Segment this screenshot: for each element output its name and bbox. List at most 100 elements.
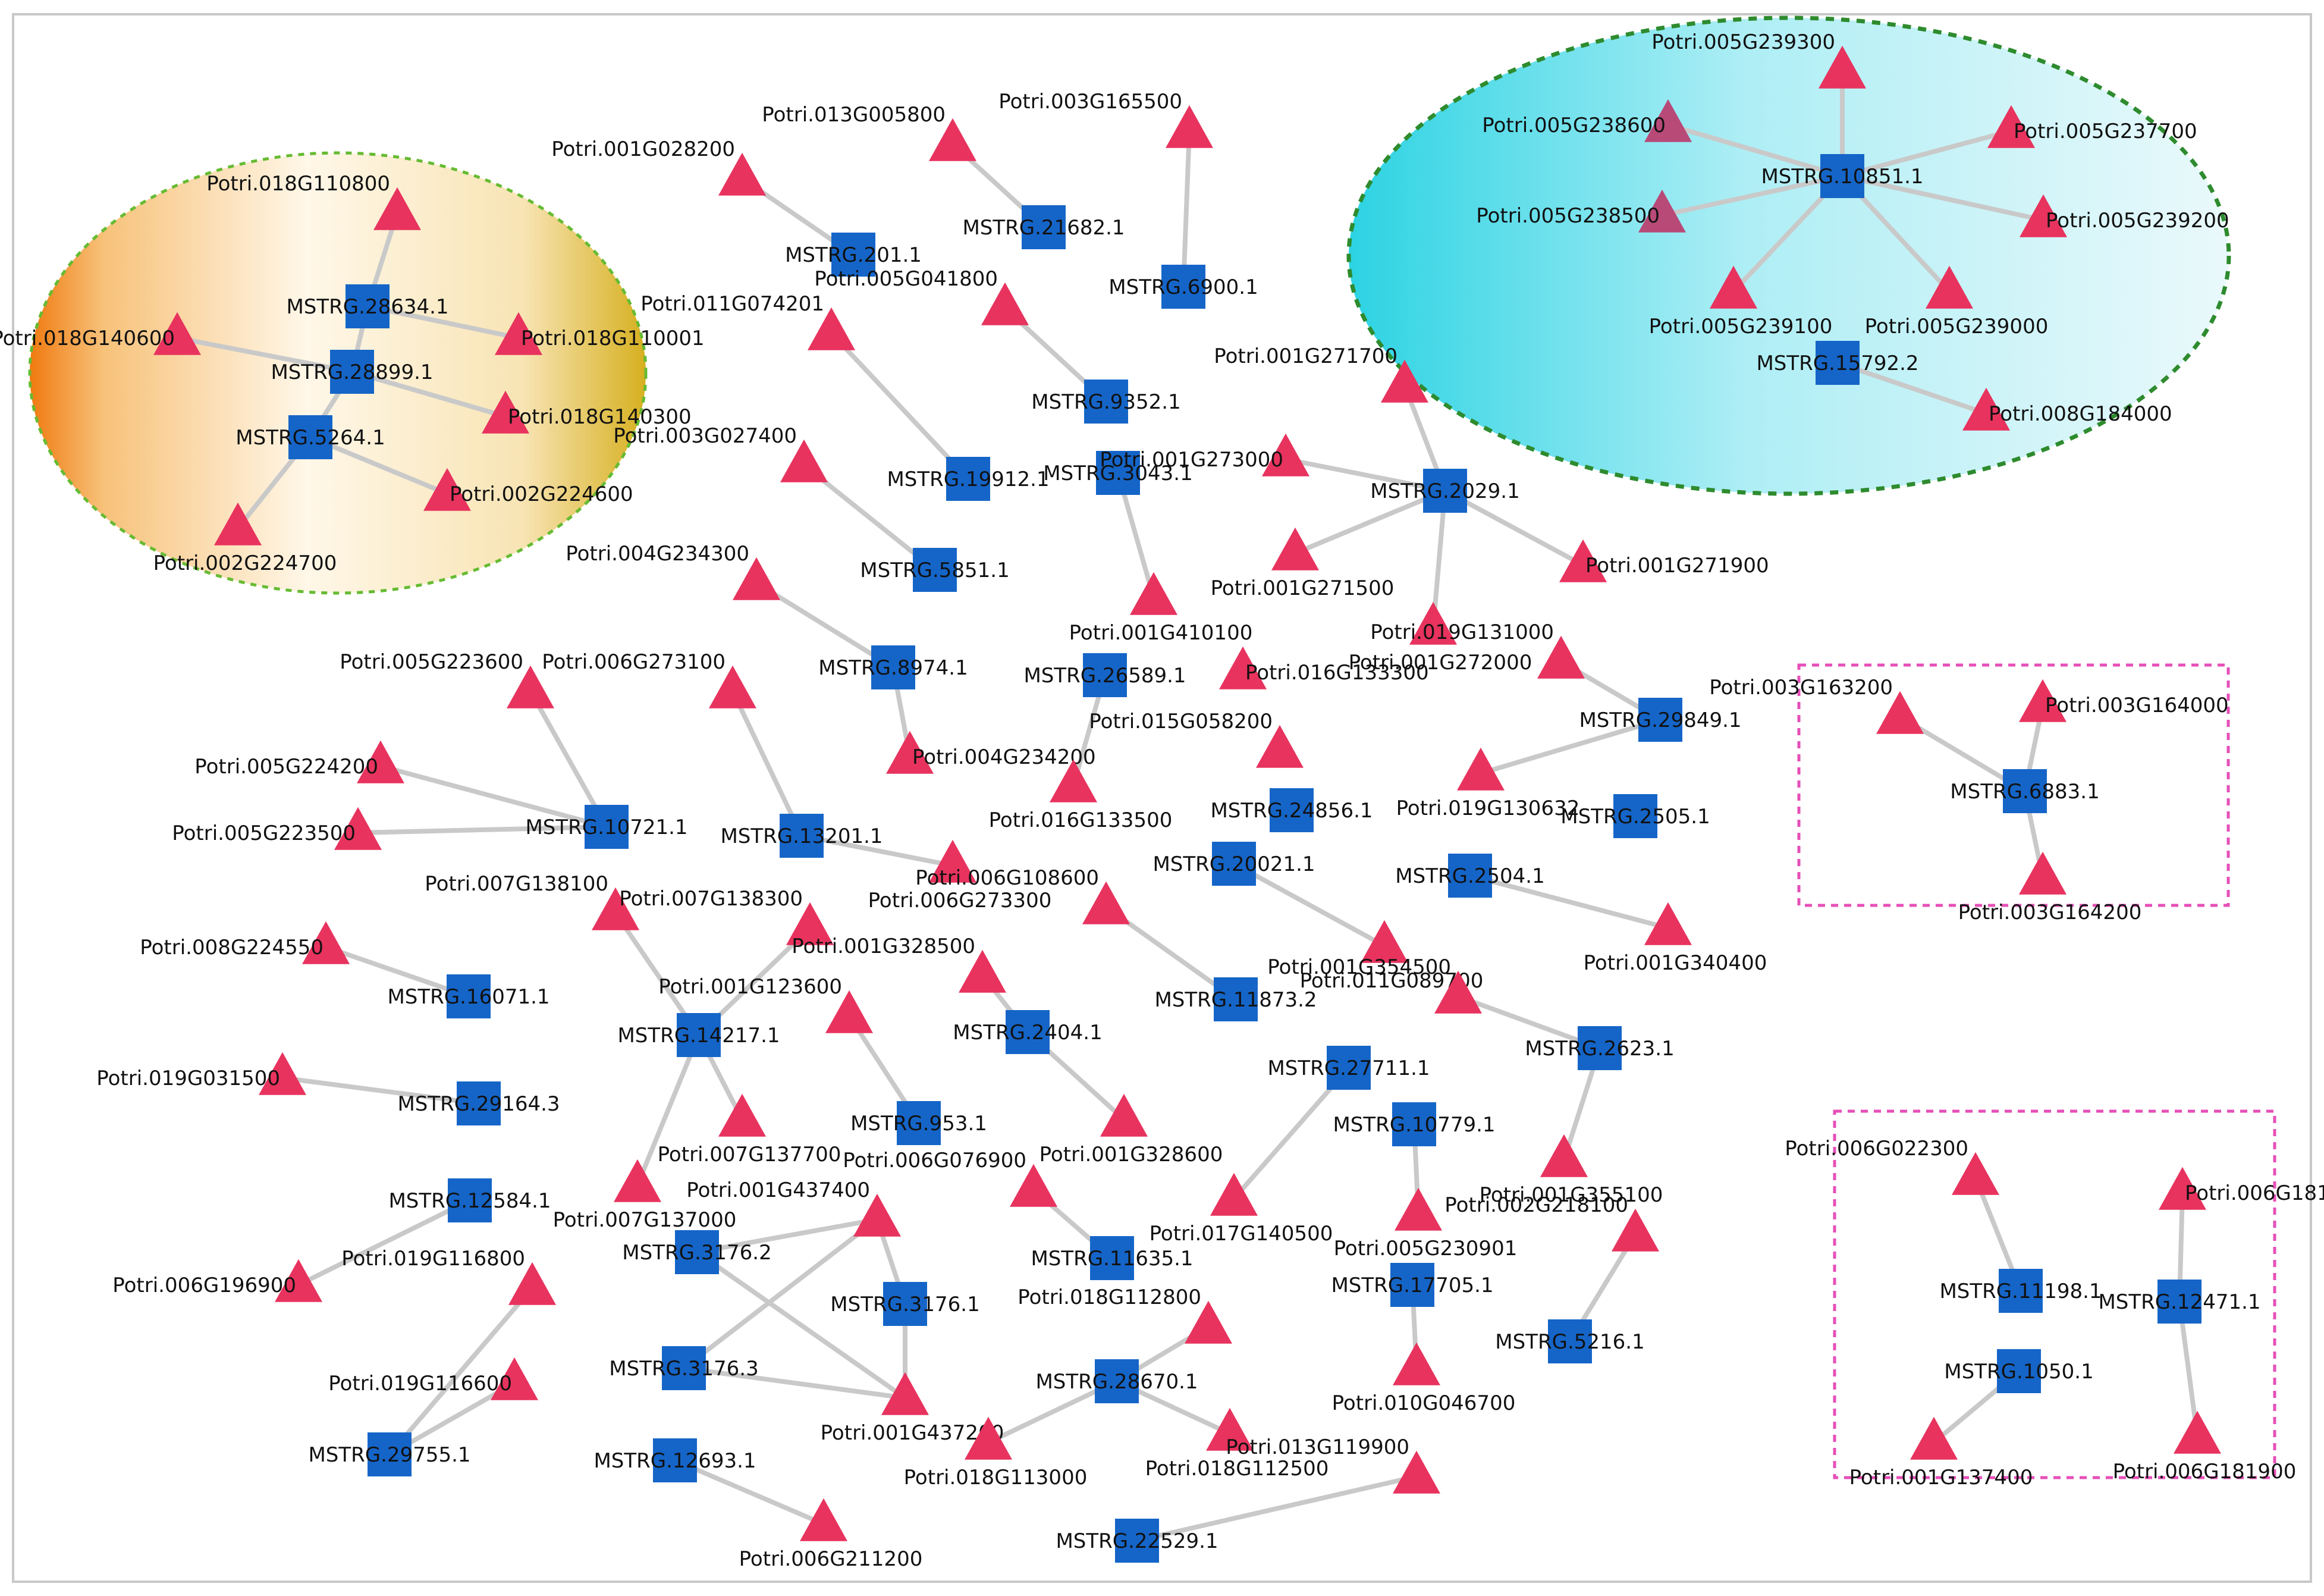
lncrna-node-m2623[interactable]: MSTRG.2623.1	[1525, 1026, 1675, 1070]
lncrna-node-m5264[interactable]: MSTRG.5264.1	[235, 415, 385, 459]
lncrna-node-m11635[interactable]: MSTRG.11635.1	[1031, 1236, 1194, 1280]
gene-node-g013G005800[interactable]: Potri.013G005800	[762, 103, 976, 161]
gene-node-g001G328600[interactable]: Potri.001G328600	[1039, 1093, 1223, 1167]
lncrna-node-m12693[interactable]: MSTRG.12693.1	[593, 1438, 756, 1482]
lncrna-node-m21682[interactable]: MSTRG.21682.1	[962, 205, 1125, 249]
gene-node-g005G239100[interactable]: Potri.005G239100	[1649, 265, 1833, 338]
lncrna-node-m29849[interactable]: MSTRG.29849.1	[1579, 698, 1742, 742]
gene-node-g006G181700[interactable]: Potri.006G181700	[2159, 1167, 2324, 1210]
gene-node-g019G131000[interactable]: Potri.019G131000	[1370, 620, 1585, 679]
lncrna-node-m29755[interactable]: MSTRG.29755.1	[308, 1432, 471, 1476]
gene-node-g018G112500[interactable]: Potri.018G112500	[1145, 1407, 1329, 1481]
lncrna-node-m16071[interactable]: MSTRG.16071.1	[387, 974, 550, 1018]
lncrna-node-m5851[interactable]: MSTRG.5851.1	[860, 548, 1010, 592]
gene-node-g018G110001[interactable]: Potri.018G110001	[495, 312, 705, 355]
lncrna-node-m11873[interactable]: MSTRG.11873.2	[1154, 977, 1317, 1021]
lncrna-node-m11198[interactable]: MSTRG.11198.1	[1939, 1269, 2102, 1313]
gene-node-g017G140500[interactable]: Potri.017G140500	[1150, 1172, 1333, 1246]
gene-node-g006G076900[interactable]: Potri.006G076900	[843, 1149, 1057, 1207]
gene-node-g001G437400[interactable]: Potri.001G437400	[686, 1178, 901, 1237]
gene-node-g001G272000[interactable]: Potri.001G272000	[1349, 601, 1532, 675]
lncrna-node-m953[interactable]: MSTRG.953.1	[850, 1101, 987, 1145]
lncrna-node-m5216[interactable]: MSTRG.5216.1	[1495, 1319, 1645, 1363]
lncrna-node-m3176_1[interactable]: MSTRG.3176.1	[830, 1282, 980, 1326]
gene-node-g003G165500[interactable]: Potri.003G165500	[998, 90, 1213, 148]
gene-node-g016G133300[interactable]: Potri.016G133300	[1219, 646, 1429, 689]
gene-node-g001G437200[interactable]: Potri.001G437200	[821, 1372, 1004, 1445]
gene-node-g004G234300[interactable]: Potri.004G234300	[566, 542, 780, 600]
gene-node-g005G239300[interactable]: Potri.005G239300	[1651, 30, 1866, 89]
gene-node-g011G074201[interactable]: Potri.011G074201	[640, 292, 855, 350]
gene-node-g008G224550[interactable]: Potri.008G224550	[140, 921, 350, 964]
lncrna-node-m201[interactable]: MSTRG.201.1	[785, 233, 922, 277]
gene-node-g003G164000[interactable]: Potri.003G164000	[2019, 679, 2229, 722]
gene-node-g010G046700[interactable]: Potri.010G046700	[1332, 1342, 1516, 1415]
gene-node-g005G238500[interactable]: Potri.005G238500	[1476, 189, 1686, 233]
lncrna-node-m24856[interactable]: MSTRG.24856.1	[1210, 788, 1373, 832]
lncrna-node-m28670[interactable]: MSTRG.28670.1	[1035, 1359, 1198, 1403]
lncrna-node-m2505[interactable]: MSTRG.2505.1	[1560, 794, 1710, 838]
gene-node-g001G328500[interactable]: Potri.001G328500	[792, 935, 1006, 993]
lncrna-node-m20021[interactable]: MSTRG.20021.1	[1152, 842, 1315, 886]
gene-node-g005G230901[interactable]: Potri.005G230901	[1334, 1187, 1518, 1261]
lncrna-node-m6883[interactable]: MSTRG.6883.1	[1950, 769, 2100, 813]
lncrna-node-m9352[interactable]: MSTRG.9352.1	[1031, 380, 1181, 424]
gene-node-g019G116600[interactable]: Potri.019G116600	[328, 1357, 538, 1400]
gene-node-g006G108600[interactable]: Potri.006G108600	[915, 866, 1130, 924]
gene-node-g005G223500[interactable]: Potri.005G223500	[172, 807, 382, 850]
lncrna-node-m6900[interactable]: MSTRG.6900.1	[1108, 265, 1258, 309]
lncrna-node-m28899[interactable]: MSTRG.28899.1	[271, 350, 434, 394]
gene-node-g018G110800[interactable]: Potri.018G110800	[206, 172, 421, 230]
gene-node-g001G355100[interactable]: Potri.001G355100	[1480, 1134, 1663, 1207]
gene-node-g013G119900[interactable]: Potri.013G119900	[1226, 1435, 1440, 1494]
lncrna-node-m26589[interactable]: MSTRG.26589.1	[1023, 653, 1186, 697]
gene-node-g007G138300[interactable]: Potri.007G138300	[619, 887, 834, 945]
gene-node-g018G113000[interactable]: Potri.018G113000	[904, 1416, 1088, 1490]
gene-node-g007G137000[interactable]: Potri.007G137000	[553, 1159, 737, 1232]
lncrna-node-m10779[interactable]: MSTRG.10779.1	[1333, 1102, 1496, 1146]
lncrna-node-m2404[interactable]: MSTRG.2404.1	[953, 1010, 1103, 1054]
gene-node-g006G196900[interactable]: Potri.006G196900	[112, 1259, 322, 1302]
gene-node-g018G140600[interactable]: Potri.018G140600	[0, 312, 201, 355]
gene-node-g005G238600[interactable]: Potri.005G238600	[1482, 99, 1692, 142]
gene-node-g016G133500[interactable]: Potri.016G133500	[989, 759, 1173, 832]
gene-node-g005G041800[interactable]: Potri.005G041800	[814, 267, 1029, 325]
gene-node-g002G224700[interactable]: Potri.002G224700	[153, 502, 337, 575]
gene-node-g019G130632[interactable]: Potri.019G130632	[1396, 747, 1580, 820]
gene-node-g002G218100[interactable]: Potri.002G218100	[1444, 1193, 1659, 1252]
lncrna-node-m15792[interactable]: MSTRG.15792.2	[1756, 341, 1919, 385]
gene-node-g002G224600[interactable]: Potri.002G224600	[423, 468, 633, 511]
gene-node-g005G223600[interactable]: Potri.005G223600	[340, 650, 554, 708]
gene-node-g003G164200[interactable]: Potri.003G164200	[1958, 851, 2142, 924]
gene-node-g005G239200[interactable]: Potri.005G239200	[2020, 194, 2229, 237]
gene-node-g006G273300[interactable]: Potri.006G273300	[868, 839, 1052, 913]
lncrna-node-m10721[interactable]: MSTRG.10721.1	[525, 805, 688, 849]
lncrna-node-m3176_3[interactable]: MSTRG.3176.3	[609, 1346, 759, 1390]
gene-node-g001G410100[interactable]: Potri.001G410100	[1069, 572, 1253, 645]
lncrna-node-m13201[interactable]: MSTRG.13201.1	[720, 814, 883, 858]
gene-node-g005G237700[interactable]: Potri.005G237700	[1987, 105, 2197, 148]
lncrna-node-m10851[interactable]: MSTRG.10851.1	[1761, 154, 1924, 198]
lncrna-node-m3043[interactable]: MSTRG.3043.1	[1043, 451, 1193, 495]
gene-node-g004G234200[interactable]: Potri.004G234200	[886, 730, 1096, 774]
gene-node-g007G137700[interactable]: Potri.007G137700	[658, 1093, 841, 1167]
gene-node-g018G112800[interactable]: Potri.018G112800	[1017, 1285, 1232, 1344]
gene-node-g006G273100[interactable]: Potri.006G273100	[542, 650, 756, 708]
lncrna-node-m3176_2[interactable]: MSTRG.3176.2	[622, 1230, 772, 1274]
gene-node-g003G163200[interactable]: Potri.003G163200	[1709, 676, 1924, 734]
gene-node-g015G058200[interactable]: Potri.015G058200	[1089, 710, 1304, 768]
lncrna-node-m2029[interactable]: MSTRG.2029.1	[1370, 469, 1520, 513]
gene-node-g006G022300[interactable]: Potri.006G022300	[1785, 1137, 1999, 1195]
gene-node-g001G123600[interactable]: Potri.001G123600	[658, 975, 873, 1033]
lncrna-node-m12471[interactable]: MSTRG.12471.1	[2098, 1280, 2261, 1324]
gene-node-g019G116800[interactable]: Potri.019G116800	[341, 1247, 556, 1305]
gene-node-g008G184000[interactable]: Potri.008G184000	[1962, 387, 2172, 431]
gene-node-g001G340400[interactable]: Potri.001G340400	[1584, 902, 1767, 975]
gene-node-g001G271700[interactable]: Potri.001G271700	[1214, 344, 1428, 403]
gene-node-g001G137400[interactable]: Potri.001G137400	[1849, 1416, 2033, 1490]
gene-node-g001G271500[interactable]: Potri.001G271500	[1211, 527, 1395, 600]
gene-node-g018G140300[interactable]: Potri.018G140300	[482, 390, 692, 434]
gene-node-g006G181900[interactable]: Potri.006G181900	[2113, 1410, 2297, 1484]
gene-node-g005G239000[interactable]: Potri.005G239000	[1865, 265, 2049, 338]
lncrna-node-m2504[interactable]: MSTRG.2504.1	[1395, 854, 1545, 898]
